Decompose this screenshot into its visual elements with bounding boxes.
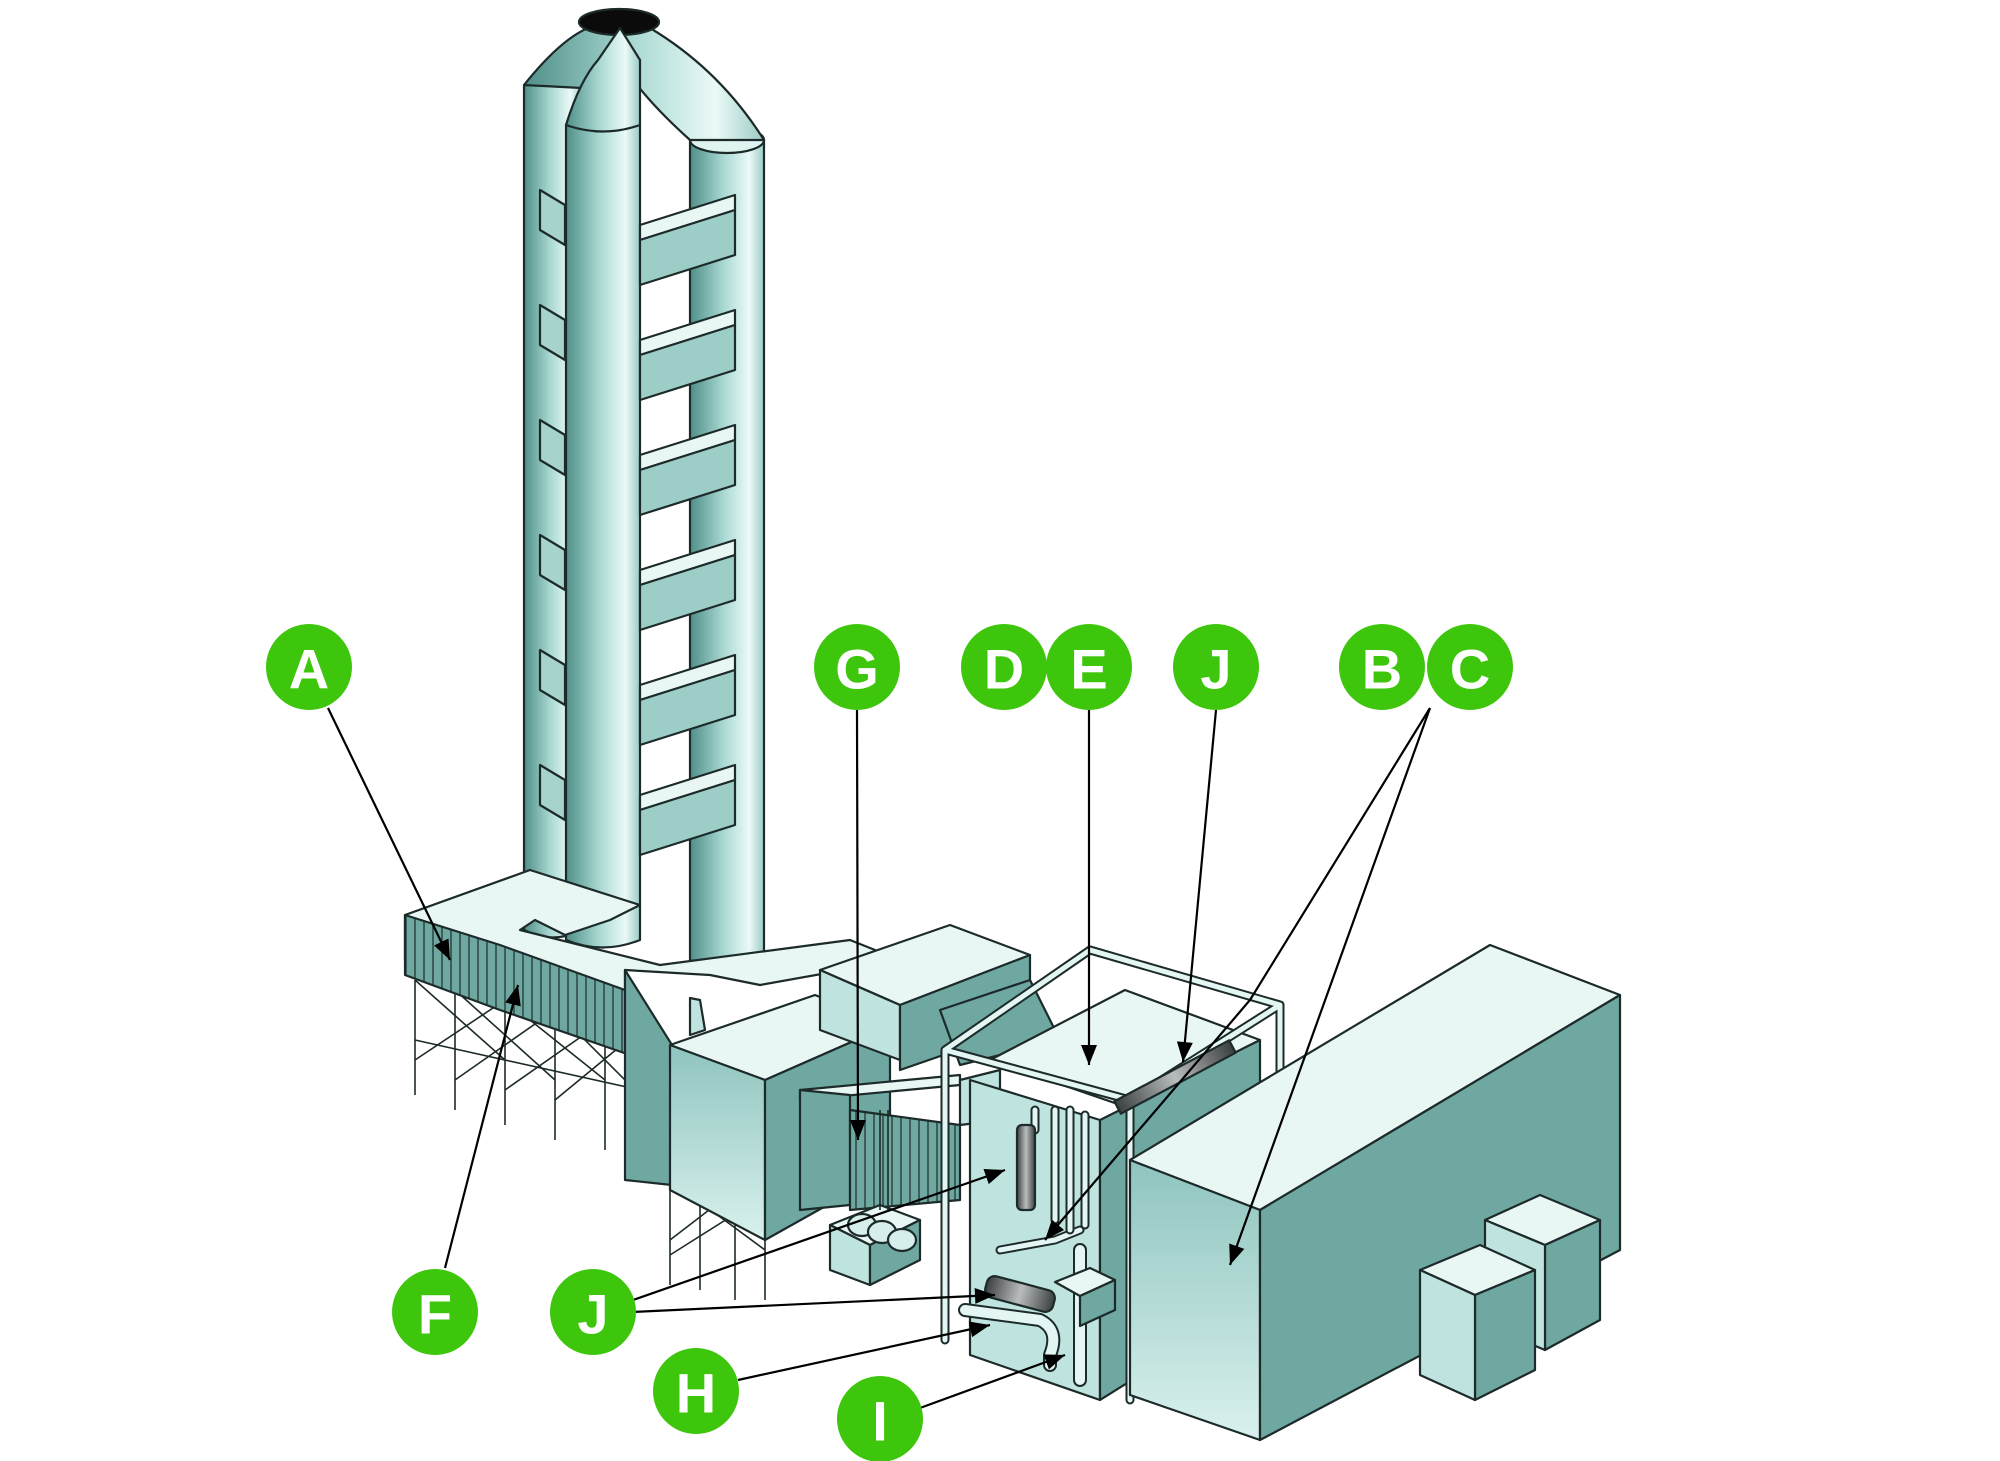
duct-housing-rear: [818, 923, 1062, 1072]
leader-j-left-2: [632, 1293, 996, 1314]
label-badge-c: C: [1427, 624, 1513, 710]
connector-duct-g: [798, 1068, 1002, 1212]
label-badge-j-left: J: [550, 1269, 636, 1355]
leader-bc-1-arrowhead: [1045, 1219, 1065, 1240]
label-j-top-text: J: [1200, 638, 1231, 701]
leader-bc-2: [1228, 707, 1432, 1266]
leader-bc-2-arrowhead: [1229, 1243, 1245, 1265]
pump-skid: [828, 1110, 922, 1287]
leader-j-top: [1181, 709, 1218, 1063]
leader-h: [737, 1323, 991, 1382]
leader-i: [919, 1353, 1066, 1410]
label-h-text: H: [676, 1362, 716, 1425]
leader-g: [855, 709, 860, 1141]
label-badge-i: I: [837, 1376, 923, 1461]
leader-j-left-2-arrowhead: [974, 1287, 995, 1304]
label-badge-j-top: J: [1173, 624, 1259, 710]
storage-building: [1128, 943, 1622, 1442]
label-badge-a: A: [266, 624, 352, 710]
leader-bc-1: [1044, 707, 1431, 1241]
leader-i-arrowhead: [1043, 1354, 1065, 1370]
label-badge-g: G: [814, 624, 900, 710]
label-f-text: F: [418, 1283, 452, 1346]
leader-g-arrowhead: [849, 1119, 866, 1140]
label-i-text: I: [872, 1390, 888, 1453]
leader-f: [443, 984, 520, 1269]
label-a-text: A: [289, 638, 329, 701]
leader-a: [327, 707, 451, 961]
label-badge-h: H: [653, 1348, 739, 1434]
label-badge-d: D: [961, 624, 1047, 710]
label-d-text: D: [984, 638, 1024, 701]
label-b-text: B: [1362, 638, 1402, 701]
leader-e-arrowhead: [1081, 1045, 1097, 1065]
label-c-text: C: [1450, 638, 1490, 701]
leader-h-arrowhead: [968, 1321, 990, 1338]
leader-lines: [327, 707, 1432, 1410]
label-e-text: E: [1070, 638, 1107, 701]
label-badge-f: F: [392, 1269, 478, 1355]
label-badge-b: B: [1339, 624, 1425, 710]
leader-j-left-1-arrowhead: [983, 1169, 1005, 1185]
leader-j-top-arrowhead: [1176, 1041, 1193, 1062]
leader-a-arrowhead: [434, 938, 450, 960]
leader-j-left-1: [632, 1168, 1006, 1302]
chimney-stack: [522, 7, 766, 969]
label-badge-e: E: [1046, 624, 1132, 710]
leader-f-arrowhead: [505, 985, 521, 1007]
label-j-left-text: J: [577, 1283, 608, 1346]
label-g-text: G: [835, 638, 879, 701]
auxiliary-units: [1418, 1193, 1602, 1402]
